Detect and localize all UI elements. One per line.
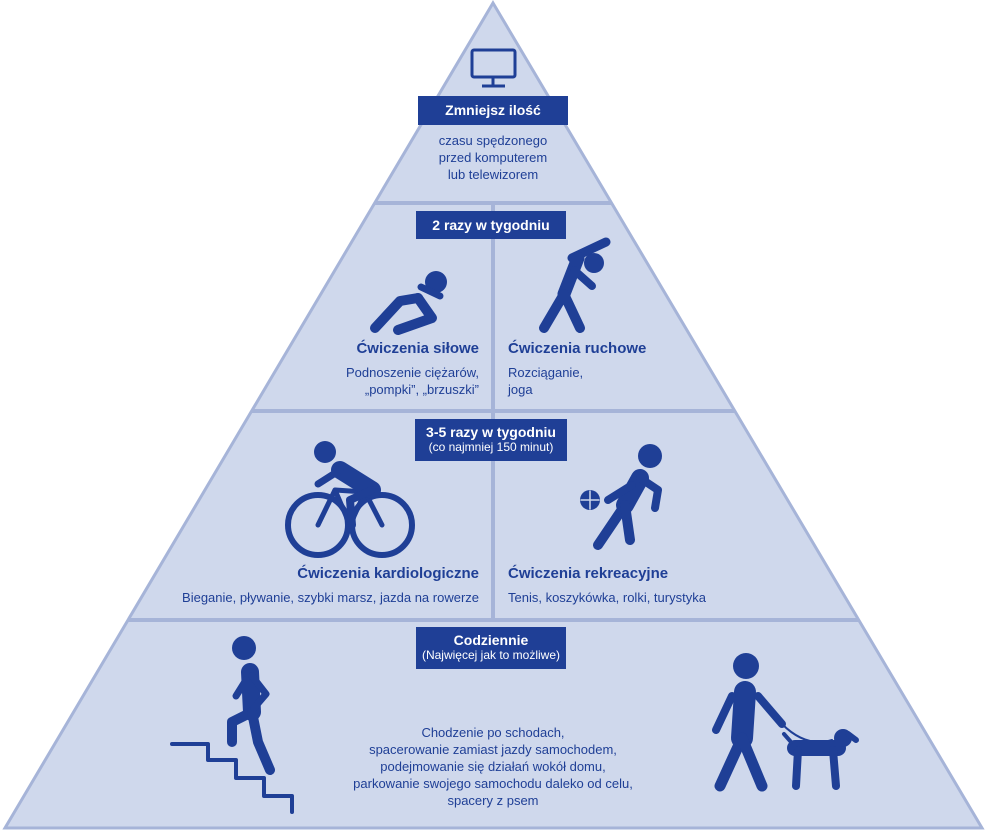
mobility-line: Rozciąganie, xyxy=(508,365,584,380)
recreation-title: Ćwiczenia rekreacyjne xyxy=(508,565,669,582)
strength-line: „pompki”, „brzuszki” xyxy=(364,382,479,397)
tier-daily-badge-sub: (Najwięcej jak to możliwe) xyxy=(421,648,561,662)
basketball-player-icon xyxy=(580,444,662,550)
cyclist-icon xyxy=(285,441,415,558)
tier-dividers xyxy=(128,201,858,622)
tier-twice-badge: 2 razy w tygodniu xyxy=(416,211,566,239)
daily-line: parkowanie swojego samochodu daleko od c… xyxy=(353,776,633,791)
tier-top-line: czasu spędzonego xyxy=(438,133,548,148)
stairs-climber-icon xyxy=(170,636,294,814)
cardio-title: Ćwiczenia kardiologiczne xyxy=(297,565,479,582)
daily-line: spacery z psem xyxy=(447,793,539,808)
daily-line: spacerowanie zamiast jazdy samochodem, xyxy=(369,742,617,757)
strength-title: Ćwiczenia siłowe xyxy=(356,340,479,357)
tier-three-five-badge-sub: (co najmniej 150 minut) xyxy=(428,440,554,454)
daily-line: Chodzenie po schodach, xyxy=(421,725,565,740)
stretching-icon xyxy=(539,237,611,333)
mobility-description: Rozciąganie, joga xyxy=(508,364,708,398)
tier-three-five-badge-label: 3-5 razy w tygodniu xyxy=(426,424,556,440)
recreation-description: Tenis, koszykówka, rolki, turystyka xyxy=(508,589,788,606)
strength-line: Podnoszenie ciężarów, xyxy=(346,365,479,380)
mobility-line: joga xyxy=(508,382,533,397)
mobility-title: Ćwiczenia ruchowe xyxy=(508,340,647,357)
daily-line: podejmowanie się działań wokół domu, xyxy=(380,759,606,774)
cardio-description: Bieganie, pływanie, szybki marsz, jazda … xyxy=(139,589,479,606)
tier-top-badge: Zmniejsz ilość xyxy=(418,96,568,125)
strength-description: Podnoszenie ciężarów, „pompki”, „brzuszk… xyxy=(279,364,479,398)
tier-three-five-badge: 3-5 razy w tygodniu (co najmniej 150 min… xyxy=(415,419,567,461)
cardio-line: Bieganie, pływanie, szybki marsz, jazda … xyxy=(182,590,479,605)
monitor-icon xyxy=(470,48,517,88)
tier-daily-badge: Codziennie (Najwięcej jak to możliwe) xyxy=(416,627,566,669)
tier-top-line: lub telewizorem xyxy=(447,167,539,182)
recreation-line: Tenis, koszykówka, rolki, turystyka xyxy=(508,590,706,605)
sit-up-icon xyxy=(370,271,447,335)
tier-top-description: czasu spędzonego przed komputerem lub te… xyxy=(393,132,593,183)
tier-top-line: przed komputerem xyxy=(438,150,548,165)
daily-description: Chodzenie po schodach, spacerowanie zami… xyxy=(318,724,668,809)
tier-daily-badge-label: Codziennie xyxy=(453,632,529,648)
dog-walker-icon xyxy=(712,653,859,792)
